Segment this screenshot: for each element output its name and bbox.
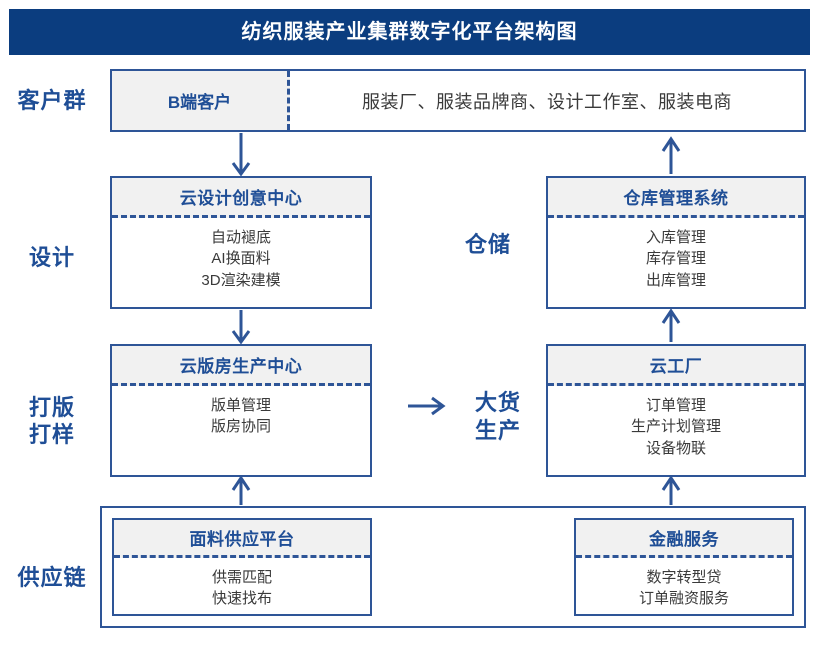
diagram-title-bar: 纺织服装产业集群数字化平台架构图	[9, 9, 810, 55]
module-warehouse-management[interactable]: 仓库管理系统 入库管理 库存管理 出库管理	[546, 176, 806, 309]
row-label-design: 设计	[28, 245, 75, 270]
feature-item: 自动褪底	[210, 229, 271, 246]
row-label-supply-chain: 供应链	[17, 565, 87, 590]
customer-list: 服装厂、服装品牌商、设计工作室、服装电商	[362, 91, 732, 112]
feature-item: 订单融资服务	[638, 590, 729, 608]
page-title: 纺织服装产业集群数字化平台架构图	[241, 21, 578, 43]
customer-row[interactable]: B端客户 服装厂、服装品牌商、设计工作室、服装电商	[110, 69, 806, 132]
feature-item: 数字转型贷	[646, 569, 722, 586]
customer-type-tag: B端客户	[112, 71, 290, 130]
module-cloud-design-features: 自动褪底 AI换面料 3D渲染建模	[112, 218, 370, 307]
module-financial-service-title: 金融服务	[576, 520, 792, 558]
feature-item: 入库管理	[645, 229, 706, 246]
arrow-customer-to-design	[231, 133, 251, 177]
row-label-customer: 客户群	[17, 88, 87, 113]
feature-item: 生产计划管理	[630, 418, 721, 436]
feature-item: 3D渲染建模	[201, 271, 281, 289]
module-cloud-design[interactable]: 云设计创意中心 自动褪底 AI换面料 3D渲染建模	[110, 176, 372, 309]
feature-item: 库存管理	[645, 250, 706, 268]
module-financial-service[interactable]: 金融服务 数字转型贷 订单融资服务	[574, 518, 794, 616]
module-cloud-factory-features: 订单管理 生产计划管理 设备物联	[548, 386, 804, 475]
module-cloud-patternroom-features: 版单管理 版房协同	[112, 386, 370, 475]
module-cloud-factory-title: 云工厂	[548, 346, 804, 386]
module-cloud-design-title: 云设计创意中心	[112, 178, 370, 218]
row-label-bulk-production-line1: 大货	[474, 390, 521, 415]
row-label-warehouse: 仓储	[464, 232, 511, 257]
arrow-factory-to-warehouse	[661, 308, 681, 342]
feature-item: 设备物联	[645, 439, 706, 457]
feature-item: 版单管理	[210, 397, 271, 414]
arrow-design-to-patternroom	[231, 310, 251, 345]
row-label-patterning-line1: 打版	[28, 395, 75, 420]
arrow-warehouse-to-customer	[661, 136, 681, 174]
module-cloud-patternroom[interactable]: 云版房生产中心 版单管理 版房协同	[110, 344, 372, 477]
feature-item: 订单管理	[645, 397, 706, 414]
row-label-patterning-line2: 打样	[28, 422, 75, 447]
module-financial-service-features: 数字转型贷 订单融资服务	[576, 558, 792, 614]
arrow-finance-to-factory	[661, 475, 681, 505]
module-warehouse-management-features: 入库管理 库存管理 出库管理	[548, 218, 804, 307]
feature-item: 版房协同	[210, 418, 271, 436]
feature-item: AI换面料	[211, 250, 271, 268]
module-fabric-supply-title: 面料供应平台	[114, 520, 370, 558]
module-fabric-supply-features: 供需匹配 快速找布	[114, 558, 370, 614]
module-cloud-patternroom-title: 云版房生产中心	[112, 346, 370, 386]
module-cloud-factory[interactable]: 云工厂 订单管理 生产计划管理 设备物联	[546, 344, 806, 477]
module-fabric-supply[interactable]: 面料供应平台 供需匹配 快速找布	[112, 518, 372, 616]
feature-item: 出库管理	[645, 271, 706, 289]
feature-item: 供需匹配	[211, 569, 272, 586]
arrow-patternroom-to-factory	[408, 396, 446, 416]
feature-item: 快速找布	[211, 590, 272, 608]
module-warehouse-management-title: 仓库管理系统	[548, 178, 804, 218]
arrow-fabric-to-patternroom	[231, 475, 251, 505]
row-label-bulk-production-line2: 生产	[474, 418, 521, 443]
